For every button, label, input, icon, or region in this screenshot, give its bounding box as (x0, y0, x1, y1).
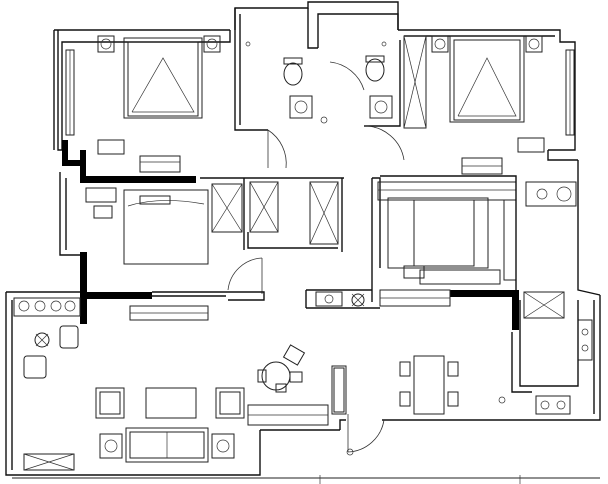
door-swing (346, 414, 385, 456)
dining-room (371, 175, 517, 307)
wardrobe (249, 181, 279, 233)
double-bed (123, 37, 203, 119)
toilet (365, 58, 385, 82)
living-room (13, 289, 506, 471)
bedroom-3 (85, 183, 263, 294)
wardrobe (309, 181, 339, 245)
tv-cabinet (23, 453, 75, 471)
washbasin (289, 95, 313, 119)
sofa (125, 427, 209, 463)
corridor (200, 177, 381, 268)
armchair (215, 387, 245, 419)
bathroom-2 (317, 13, 405, 161)
double-bed (449, 35, 525, 123)
balcony (12, 419, 600, 484)
bathroom-1 (234, 8, 328, 169)
structural-walls (62, 140, 519, 330)
dining-table (413, 355, 445, 415)
outer-walls (5, 1, 601, 476)
nightstand (517, 137, 545, 153)
wardrobe (211, 183, 243, 233)
armchair (23, 355, 47, 379)
windows (65, 49, 575, 426)
armchair (99, 433, 123, 459)
bedroom-2 (403, 35, 545, 175)
washbasin (369, 95, 393, 119)
nightstand (97, 139, 125, 155)
armchair (211, 433, 235, 459)
chair (139, 155, 181, 173)
wardrobe (403, 35, 427, 129)
sink (523, 291, 565, 319)
bedroom-1 (97, 35, 221, 173)
kitchen (511, 181, 593, 415)
armchair (95, 387, 125, 419)
coffee-table (145, 387, 197, 419)
desk (85, 187, 117, 203)
double-bed (123, 189, 209, 265)
stove (525, 181, 577, 207)
plants (13, 297, 81, 317)
chair (93, 205, 113, 219)
stove (535, 395, 571, 415)
plants (351, 293, 365, 307)
toilet (283, 62, 303, 86)
armchair (59, 325, 79, 349)
